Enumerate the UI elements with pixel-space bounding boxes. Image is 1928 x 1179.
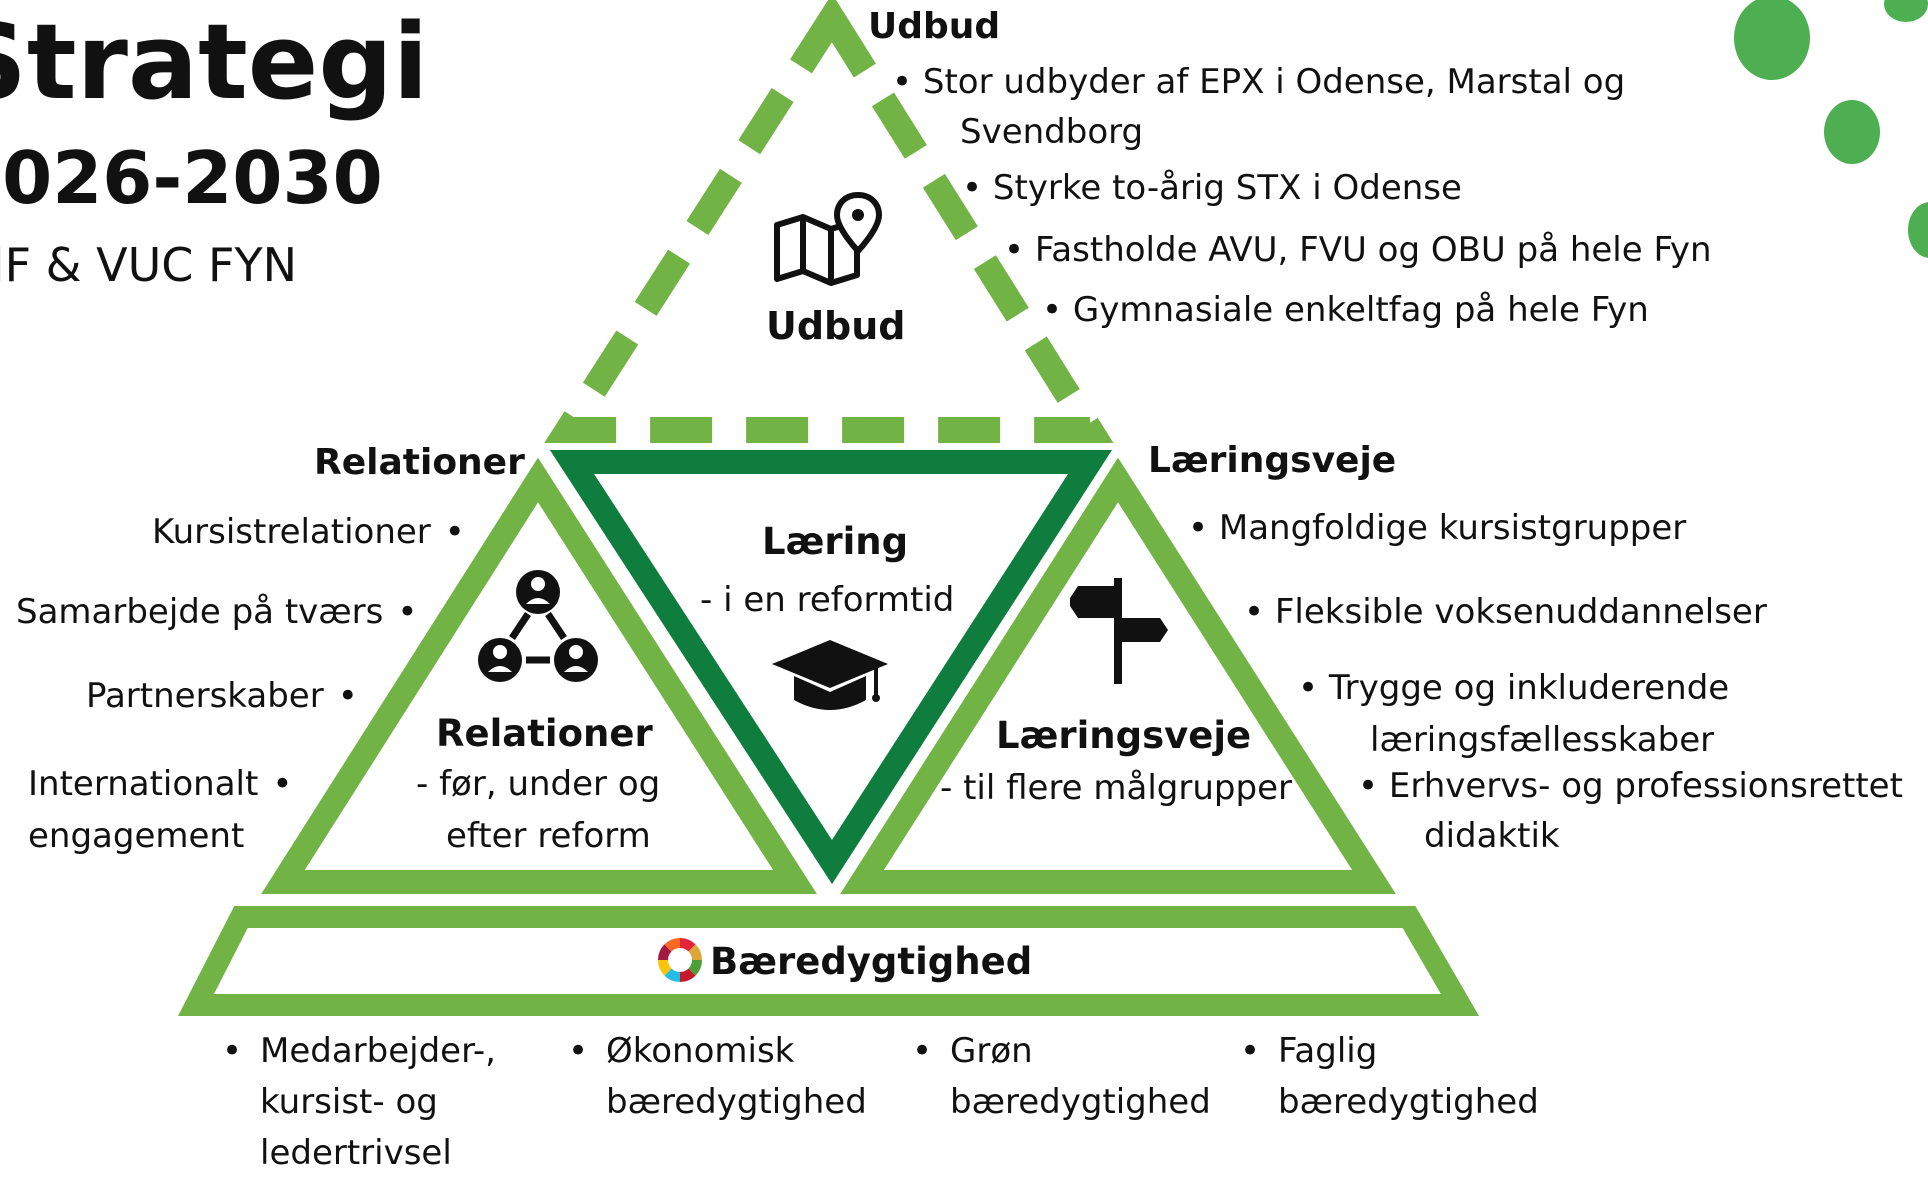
relationer-bullet-1: Kursistrelationer•	[152, 512, 465, 552]
laering-sub: - i en reformtid	[700, 580, 955, 620]
graduation-cap-icon	[772, 640, 888, 710]
laeringsveje-bullet-3-cont: læringsfællesskaber	[1370, 720, 1715, 760]
sdg-wheel-icon	[657, 937, 703, 983]
baeredygtighed-bullet-3: Grøn bæredygtighed	[912, 1026, 1212, 1128]
udbud-bullet-4: • Gymnasiale enkeltfag på hele Fyn	[1042, 290, 1649, 330]
udbud-heading: Udbud	[868, 6, 1001, 47]
laeringsveje-label: Læringsveje	[996, 714, 1252, 757]
laeringsveje-bullet-3: • Trygge og inkluderende	[1298, 668, 1730, 708]
baeredygtighed-bullet-4: Faglig bæredygtighed	[1240, 1026, 1560, 1128]
relationer-triangle	[261, 457, 817, 894]
udbud-bullet-1-cont: Svendborg	[960, 112, 1144, 152]
laeringsveje-bullet-2: • Fleksible voksenuddannelser	[1244, 592, 1767, 632]
map-pin-icon	[774, 191, 883, 286]
udbud-label: Udbud	[766, 304, 906, 348]
relationer-sub-2: efter reform	[446, 816, 651, 856]
relationer-bullet-2: Samarbejde på tværs•	[16, 592, 418, 632]
laeringsveje-triangle	[840, 457, 1396, 894]
signpost-icon	[1070, 578, 1168, 684]
laeringsveje-heading: Læringsveje	[1148, 440, 1397, 481]
relationer-bullet-3: Partnerskaber•	[86, 676, 358, 716]
baeredygtighed-bullet-1: Medarbejder-, kursist- og ledertrivsel	[222, 1026, 522, 1179]
relationer-label: Relationer	[436, 712, 653, 755]
relationer-sub-1: - før, under og	[416, 764, 661, 804]
laeringsveje-bullet-1: • Mangfoldige kursistgrupper	[1188, 508, 1687, 548]
page-years: 2026-2030	[0, 136, 383, 220]
page-org: HF & VUC FYN	[0, 238, 298, 292]
baeredygtighed-label: Bæredygtighed	[710, 940, 1033, 983]
udbud-bullet-1: • Stor udbyder af EPX i Odense, Marstal …	[892, 62, 1626, 102]
people-network-icon	[478, 570, 598, 682]
relationer-heading: Relationer	[314, 442, 525, 483]
page-title: Strategi	[0, 1, 429, 123]
udbud-triangle	[544, 0, 1114, 443]
laeringsveje-bullet-4: • Erhvervs- og professionsrettet	[1358, 766, 1903, 806]
paint-blob-icon	[1734, 0, 1928, 258]
laeringsveje-sub: - til flere målgrupper	[940, 768, 1292, 808]
baeredygtighed-bullet-2: Økonomisk bæredygtighed	[568, 1026, 898, 1128]
relationer-bullet-4: Internationalt•	[28, 764, 293, 804]
laeringsveje-bullet-4-cont: didaktik	[1424, 816, 1560, 856]
udbud-bullet-3: • Fastholde AVU, FVU og OBU på hele Fyn	[1004, 230, 1712, 270]
baeredygtighed-trapezoid	[178, 906, 1480, 1016]
udbud-bullet-2: • Styrke to-årig STX i Odense	[962, 168, 1462, 208]
laering-label: Læring	[762, 520, 909, 563]
laering-triangle	[549, 450, 1113, 885]
relationer-bullet-4-cont: engagement	[28, 816, 245, 856]
